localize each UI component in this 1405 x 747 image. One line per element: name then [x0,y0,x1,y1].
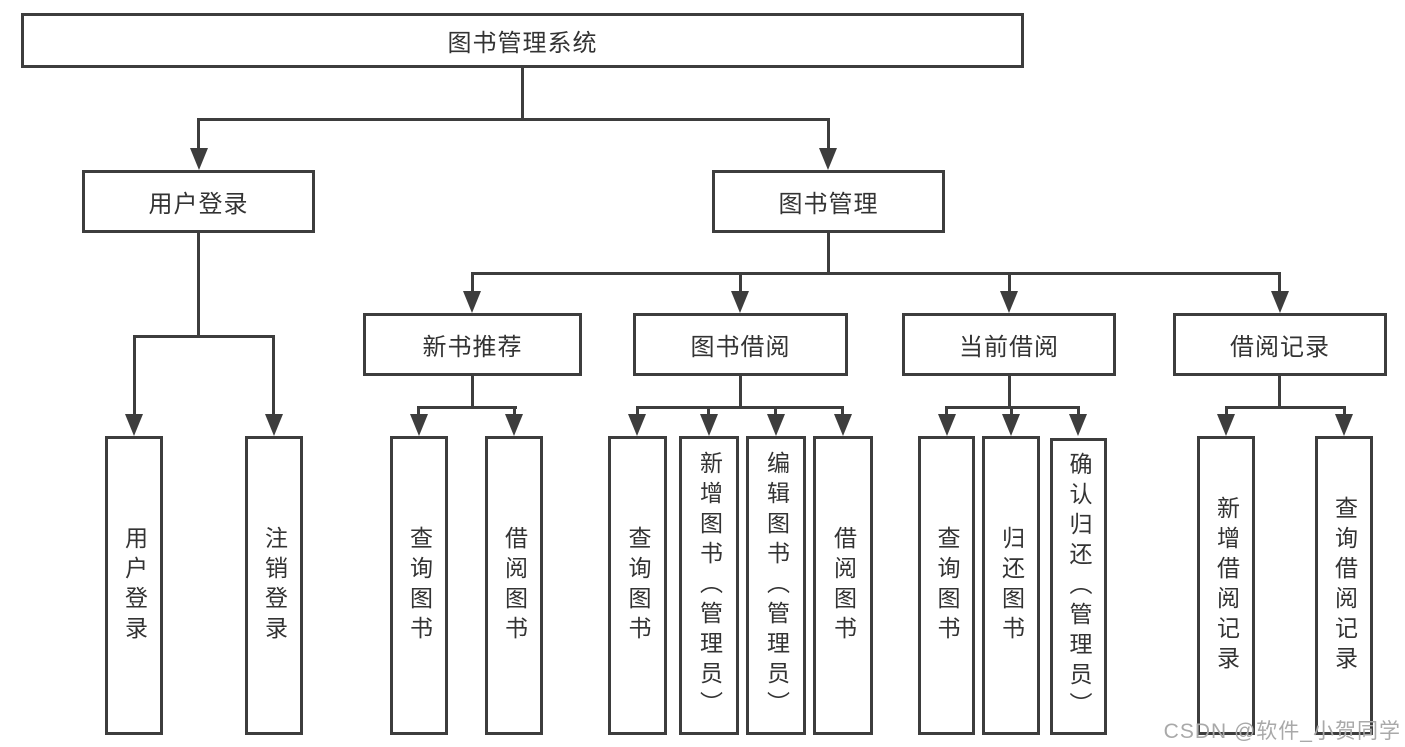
arrowhead-icon [410,414,428,436]
connector-line [739,272,742,293]
arrowhead-icon [767,414,785,436]
arrowhead-icon [834,414,852,436]
arrowhead-icon [1002,414,1020,436]
arrowhead-icon [1335,414,1353,436]
connector-line [1225,406,1346,409]
leaf-confirm-return-admin: 确认归还（管理员） [1050,438,1107,735]
connector-line [272,335,275,416]
connector-line [636,406,844,409]
node-borrow-record: 借阅记录 [1173,313,1387,376]
leaf-borrow-book-recommend: 借阅图书 [485,436,543,735]
leaf-logout-login: 注销登录 [245,436,303,735]
connector-line [197,118,200,150]
connector-line [1225,406,1228,417]
connector-line [1343,406,1346,417]
connector-line [197,233,200,337]
connector-line [1008,376,1011,408]
leaf-query-borrow-record: 查询借阅记录 [1315,436,1373,735]
connector-line [471,272,1281,275]
connector-line [471,272,474,293]
node-library-management-system: 图书管理系统 [21,13,1024,68]
connector-line [1008,272,1011,293]
connector-line [945,406,948,417]
connector-line [774,406,777,417]
arrowhead-icon [125,414,143,436]
connector-line [521,67,524,120]
connector-line [1077,406,1080,417]
connector-line [739,376,742,408]
arrowhead-icon [505,414,523,436]
connector-line [1278,272,1281,293]
connector-line [133,335,136,416]
leaf-user-login: 用户登录 [105,436,163,735]
arrowhead-icon [819,148,837,170]
leaf-edit-book-admin: 编辑图书（管理员） [746,436,806,735]
arrowhead-icon [265,414,283,436]
arrowhead-icon [628,414,646,436]
arrowhead-icon [190,148,208,170]
leaf-add-borrow-record: 新增借阅记录 [1197,436,1255,735]
connector-line [707,406,710,417]
leaf-query-book-current: 查询图书 [918,436,975,735]
csdn-watermark: CSDN @软件_小贺同学 [1163,720,1401,743]
leaf-borrow-book: 借阅图书 [813,436,873,735]
arrowhead-icon [1000,291,1018,313]
connector-line [513,406,516,417]
connector-line [1010,406,1013,417]
arrowhead-icon [1271,291,1289,313]
connector-line [827,233,830,274]
leaf-return-book: 归还图书 [982,436,1040,735]
node-user-login: 用户登录 [82,170,315,233]
arrowhead-icon [731,291,749,313]
leaf-query-book-borrow: 查询图书 [608,436,667,735]
node-current-borrow: 当前借阅 [902,313,1116,376]
connector-line [636,406,639,417]
arrowhead-icon [1217,414,1235,436]
connector-line [133,335,275,338]
connector-line [841,406,844,417]
leaf-query-book-recommend: 查询图书 [390,436,448,735]
connector-line [1278,376,1281,408]
arrowhead-icon [700,414,718,436]
arrowhead-icon [1069,414,1087,436]
node-book-management: 图书管理 [712,170,945,233]
connector-line [197,118,830,121]
connector-line [827,118,830,150]
connector-line [417,406,420,417]
node-new-book-recommend: 新书推荐 [363,313,582,376]
connector-line [417,406,517,409]
connector-line [471,376,474,408]
node-book-borrow: 图书借阅 [633,313,848,376]
leaf-add-book-admin: 新增图书（管理员） [679,436,739,735]
arrowhead-icon [463,291,481,313]
arrowhead-icon [938,414,956,436]
